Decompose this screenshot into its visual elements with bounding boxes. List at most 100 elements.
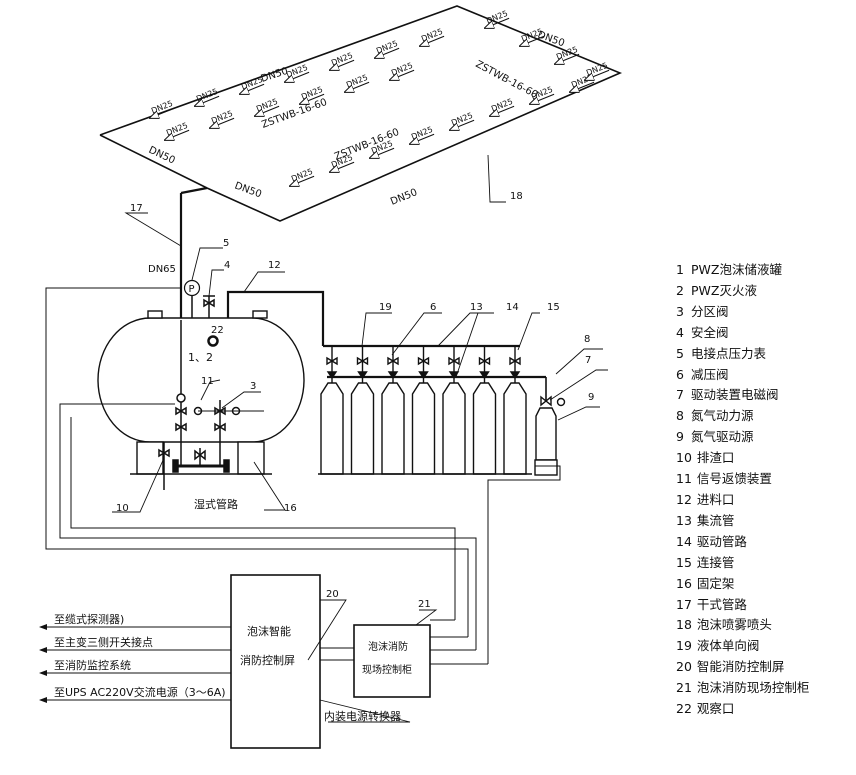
nitrogen-cylinder xyxy=(381,346,405,475)
observation-port xyxy=(207,335,219,347)
spray-nozzle-arrow: DN25 xyxy=(551,45,580,64)
callout-20: 20 xyxy=(326,589,339,600)
tank-top-piping xyxy=(191,290,325,346)
legend-number: 20 xyxy=(676,659,692,675)
legend-text: 氮气驱动源 xyxy=(691,429,754,445)
legend-item: 6 减压阀 xyxy=(676,365,854,386)
nitrogen-cylinder xyxy=(411,346,436,475)
pressure-gauge: P xyxy=(183,279,201,297)
wet-pipe-label: 湿式管路 xyxy=(194,497,238,511)
driving-nitrogen-cylinder xyxy=(534,395,566,476)
callout-7: 7 xyxy=(585,355,591,366)
legend-text: 智能消防控制屏 xyxy=(696,659,785,675)
spray-nozzle-arrow: DN25 xyxy=(286,167,315,186)
spray-nozzle-arrow: DN25 xyxy=(191,87,220,106)
callout-21: 21 xyxy=(418,599,431,610)
legend-text: 信号返馈装置 xyxy=(696,471,772,487)
legend-text: 固定架 xyxy=(696,575,735,591)
callout-11: 11 xyxy=(201,376,214,387)
legend-text: 泡沫喷雾喷头 xyxy=(696,617,772,633)
callout-18: 18 xyxy=(510,191,523,202)
dn65-label: DN65 xyxy=(148,264,176,275)
legend-text: 观察口 xyxy=(696,701,735,717)
legend-item: 4 安全阀 xyxy=(676,323,854,344)
legend-number: 15 xyxy=(676,554,692,570)
legend-number: 8 xyxy=(676,408,684,424)
legend-number: 4 xyxy=(676,324,684,340)
legend-item: 5 电接点压力表 xyxy=(676,344,854,365)
connection-label: 至UPS AC220V交流电源（3～6A) xyxy=(54,685,226,699)
cabinet-links xyxy=(320,619,488,665)
tank-label: 1、2 xyxy=(188,351,213,364)
callout-9: 9 xyxy=(588,392,594,403)
callout-10: 10 xyxy=(116,503,129,514)
legend-text: 集流管 xyxy=(696,512,735,528)
legend-text: 泡沫消防现场控制柜 xyxy=(696,680,810,696)
legend-number: 5 xyxy=(676,345,684,361)
dn50-label: DN50 xyxy=(260,66,290,85)
legend-number: 17 xyxy=(676,596,692,612)
legend-text: 减压阀 xyxy=(691,366,729,382)
legend-number: 19 xyxy=(676,638,692,654)
legend-text: 驱动装置电磁阀 xyxy=(691,387,779,403)
callout-19: 19 xyxy=(379,302,392,313)
callout-14: 14 xyxy=(506,302,519,313)
legend-number: 1 xyxy=(676,262,684,277)
spray-nozzle-arrow: DN25 xyxy=(406,125,435,144)
callout-15: 15 xyxy=(547,302,560,313)
callout-8: 8 xyxy=(584,334,590,345)
callout-leaders xyxy=(112,154,608,723)
connection-labels: 至缆式探测器) 至主变三侧开关接点 至消防监控系统 至UPS AC220V交流电… xyxy=(54,613,226,699)
panel-label-line1: 泡沫智能 xyxy=(247,624,291,638)
nitrogen-cylinder xyxy=(472,346,497,475)
spray-nozzle-arrow: DN25 xyxy=(251,97,280,116)
legend-number: 14 xyxy=(676,533,692,549)
callout-13: 13 xyxy=(470,302,483,313)
legend-text: 液体单向阀 xyxy=(696,638,760,654)
legend-number: 6 xyxy=(676,366,684,382)
callout-5: 5 xyxy=(223,238,229,249)
panel-label-line2: 消防控制屏 xyxy=(240,653,295,667)
legend-text: 安全阀 xyxy=(691,324,729,340)
dn50-label: DN50 xyxy=(233,180,263,200)
legend-item: 9 氮气驱动源 xyxy=(676,427,854,448)
legend-text: 分区阀 xyxy=(691,303,729,319)
cabinet-label-line1: 泡沫消防 xyxy=(368,640,408,653)
power-converter-label: 内装电源转换器 xyxy=(324,709,401,723)
dry-pipe xyxy=(179,186,208,320)
main-pipe-loop xyxy=(99,5,623,222)
spray-nozzle-arrow: DN25 xyxy=(146,99,175,118)
spray-nozzle-arrow: DN25 xyxy=(161,121,190,140)
legend-number: 9 xyxy=(676,429,684,445)
spray-nozzle-arrow: DN25 xyxy=(206,109,235,128)
legend-number: 10 xyxy=(676,450,692,466)
cabinet-label-line2: 现场控制柜 xyxy=(362,663,412,676)
callout-4: 4 xyxy=(224,260,230,271)
nitrogen-cylinder-bank xyxy=(318,346,532,475)
gauge-symbol: P xyxy=(189,284,195,295)
dn50-label: DN50 xyxy=(147,145,177,167)
legend-text: PWZ灭火液 xyxy=(691,282,757,298)
legend-text: 电接点压力表 xyxy=(691,345,767,361)
legend-number: 12 xyxy=(676,491,692,507)
spray-nozzle-arrow: DN25 xyxy=(371,39,400,58)
callout-numbers: 5 4 12 17 22 11 3 10 16 19 6 13 14 15 8 … xyxy=(116,191,594,610)
legend-number: 16 xyxy=(676,575,692,591)
spray-nozzle-arrow: DN25 xyxy=(416,27,445,46)
connection-label: 至消防监控系统 xyxy=(54,658,131,672)
connection-label: 至主变三侧开关接点 xyxy=(54,635,153,649)
